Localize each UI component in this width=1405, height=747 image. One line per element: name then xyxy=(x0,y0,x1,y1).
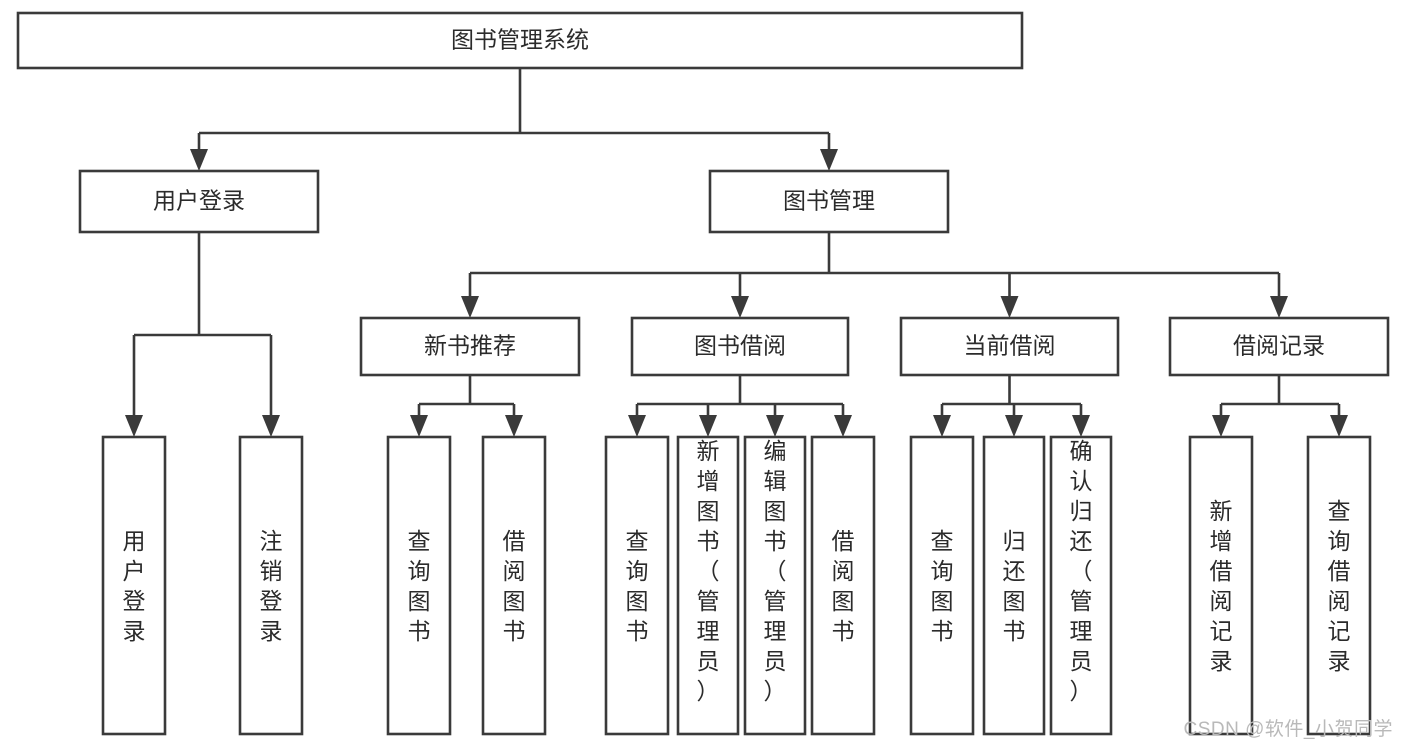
node-box-leaf-query-book-1[interactable] xyxy=(386,435,452,736)
node-label-leaf-edit-book: 编辑图书（管理员） xyxy=(764,438,787,704)
node-box-leaf-user-logout[interactable] xyxy=(238,435,304,736)
node-box-leaf-return-book[interactable] xyxy=(982,435,1046,736)
arrow-head-icon xyxy=(1270,296,1288,318)
connector-root xyxy=(190,68,838,171)
arrow-head-icon xyxy=(933,415,951,437)
arrow-head-icon xyxy=(190,149,208,171)
node-label-leaf-add-book: 新增图书（管理员） xyxy=(697,438,720,704)
node-label-leaf-query-book-3: 查询图书 xyxy=(931,528,954,644)
node-current-borrow[interactable]: 当前借阅 xyxy=(899,316,1120,377)
watermark-text: CSDN @软件_小贺同学 xyxy=(1183,719,1393,740)
node-leaf-query-book-2[interactable]: 查询图书 xyxy=(604,435,670,736)
arrow-head-icon xyxy=(125,415,143,437)
node-root[interactable]: 图书管理系统 xyxy=(16,11,1024,70)
nodes-layer: 图书管理系统用户登录图书管理新书推荐图书借阅当前借阅借阅记录用户登录注销登录查询… xyxy=(16,11,1390,736)
node-label-leaf-confirm-return: 确认归还（管理员） xyxy=(1070,438,1093,704)
node-new-book-recommend[interactable]: 新书推荐 xyxy=(359,316,581,377)
arrow-head-icon xyxy=(628,415,646,437)
node-leaf-query-book-3[interactable]: 查询图书 xyxy=(909,435,975,736)
connector-current-borrow xyxy=(933,375,1090,437)
arrow-head-icon xyxy=(1005,415,1023,437)
node-label-root: 图书管理系统 xyxy=(451,27,589,53)
arrow-head-icon xyxy=(699,415,717,437)
node-label-leaf-borrow-book-2: 借阅图书 xyxy=(832,528,855,644)
arrow-head-icon xyxy=(820,149,838,171)
node-label-borrow-record: 借阅记录 xyxy=(1233,333,1325,359)
node-box-borrow-record[interactable] xyxy=(1168,316,1390,377)
node-leaf-return-book[interactable]: 归还图书 xyxy=(982,435,1046,736)
connector-book-manage xyxy=(461,232,1288,318)
node-box-leaf-confirm-return[interactable] xyxy=(1049,435,1113,736)
node-label-leaf-query-record: 查询借阅记录 xyxy=(1328,498,1351,674)
node-box-user-login[interactable] xyxy=(78,169,320,234)
arrow-head-icon xyxy=(1330,415,1348,437)
node-leaf-borrow-book-2[interactable]: 借阅图书 xyxy=(810,435,876,736)
node-label-leaf-query-book-1: 查询图书 xyxy=(408,528,431,644)
node-label-book-borrow: 图书借阅 xyxy=(694,333,786,359)
node-box-leaf-borrow-book-2[interactable] xyxy=(810,435,876,736)
arrow-head-icon xyxy=(1000,296,1019,318)
node-label-leaf-return-book: 归还图书 xyxy=(1003,528,1026,644)
node-box-current-borrow[interactable] xyxy=(899,316,1120,377)
node-leaf-confirm-return[interactable]: 确认归还（管理员） xyxy=(1049,435,1113,736)
node-leaf-add-record[interactable]: 新增借阅记录 xyxy=(1188,435,1254,736)
arrow-head-icon xyxy=(461,296,479,318)
node-label-leaf-borrow-book-1: 借阅图书 xyxy=(503,528,526,644)
node-book-manage[interactable]: 图书管理 xyxy=(708,169,950,234)
node-box-leaf-add-book[interactable] xyxy=(676,435,740,736)
arrow-head-icon xyxy=(834,415,852,437)
node-box-root[interactable] xyxy=(16,11,1024,70)
node-label-leaf-query-book-2: 查询图书 xyxy=(626,528,649,644)
node-label-user-login: 用户登录 xyxy=(153,188,245,214)
connectors-layer xyxy=(125,68,1348,437)
arrow-head-icon xyxy=(766,415,784,437)
node-box-leaf-edit-book[interactable] xyxy=(743,435,807,736)
node-box-leaf-query-book-2[interactable] xyxy=(604,435,670,736)
arrow-head-icon xyxy=(1212,415,1230,437)
node-label-leaf-add-record: 新增借阅记录 xyxy=(1210,498,1233,674)
node-label-leaf-user-logout: 注销登录 xyxy=(260,528,283,644)
node-label-book-manage: 图书管理 xyxy=(783,188,875,214)
connector-book-borrow xyxy=(628,375,852,437)
node-borrow-record[interactable]: 借阅记录 xyxy=(1168,316,1390,377)
connector-user-login xyxy=(125,232,280,437)
node-box-leaf-query-book-3[interactable] xyxy=(909,435,975,736)
node-box-book-borrow[interactable] xyxy=(630,316,850,377)
node-leaf-user-logout[interactable]: 注销登录 xyxy=(238,435,304,736)
node-leaf-user-login[interactable]: 用户登录 xyxy=(101,435,167,736)
connector-new-book-recommend xyxy=(410,375,523,437)
node-box-book-manage[interactable] xyxy=(708,169,950,234)
node-user-login[interactable]: 用户登录 xyxy=(78,169,320,234)
node-box-new-book-recommend[interactable] xyxy=(359,316,581,377)
arrow-head-icon xyxy=(1072,415,1090,437)
node-box-leaf-add-record[interactable] xyxy=(1188,435,1254,736)
node-leaf-add-book[interactable]: 新增图书（管理员） xyxy=(676,435,740,736)
node-box-leaf-query-record[interactable] xyxy=(1306,435,1372,736)
node-leaf-borrow-book-1[interactable]: 借阅图书 xyxy=(481,435,547,736)
node-label-current-borrow: 当前借阅 xyxy=(964,333,1056,359)
arrow-head-icon xyxy=(410,415,428,437)
connector-borrow-record xyxy=(1212,375,1348,437)
node-leaf-edit-book[interactable]: 编辑图书（管理员） xyxy=(743,435,807,736)
node-label-leaf-user-login: 用户登录 xyxy=(123,528,146,644)
node-leaf-query-book-1[interactable]: 查询图书 xyxy=(386,435,452,736)
node-box-leaf-user-login[interactable] xyxy=(101,435,167,736)
arrow-head-icon xyxy=(731,296,749,318)
arrow-head-icon xyxy=(505,415,523,437)
arrow-head-icon xyxy=(262,415,280,437)
node-book-borrow[interactable]: 图书借阅 xyxy=(630,316,850,377)
node-label-new-book-recommend: 新书推荐 xyxy=(424,333,516,359)
node-leaf-query-record[interactable]: 查询借阅记录 xyxy=(1306,435,1372,736)
node-box-leaf-borrow-book-1[interactable] xyxy=(481,435,547,736)
